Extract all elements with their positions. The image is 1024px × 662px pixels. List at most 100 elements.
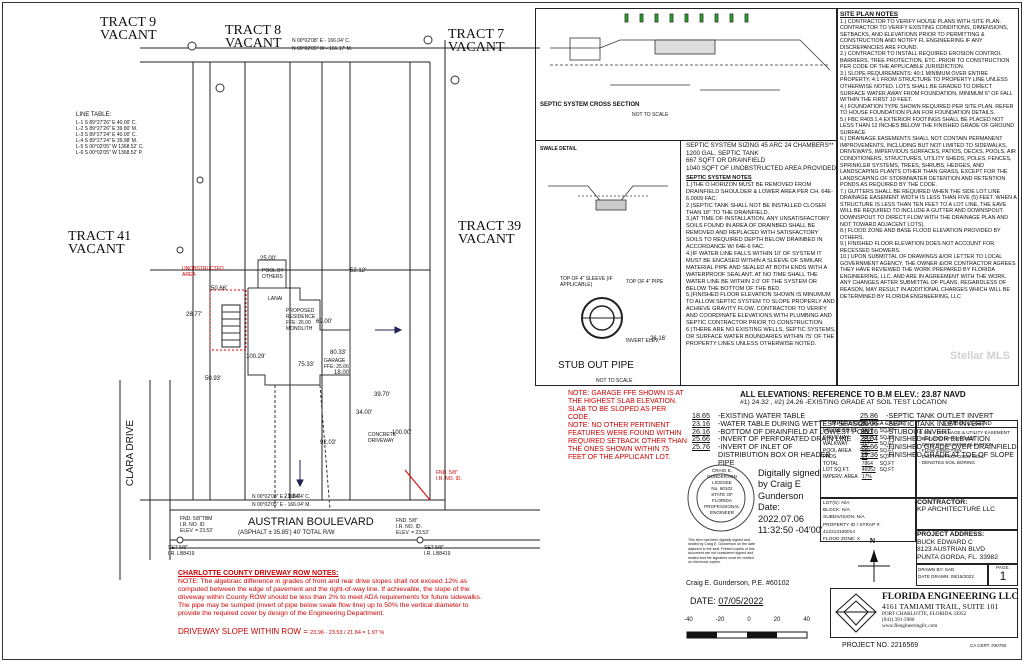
septic-note: 3.)AT TIME OF INSTALLATION, ANY UNSATISF… (686, 216, 830, 251)
septic-note: 4.)IF WATER LINE FALLS WITHIN 10' OF SYS… (686, 250, 827, 292)
site-plan-notes: SITE PLAN NOTES 1.) CONTRACTOR TO VERIFY… (840, 11, 1018, 300)
dim-label: 50.93' (205, 376, 222, 382)
legend-item: - EXISTING/PROPOSED WELL (919, 454, 985, 459)
septic-sizing: SEPTIC SYSTEM SIZING 45 ARC 24 CHAMBERS*… (686, 142, 836, 172)
site-plan-note: 1.) CONTRACTOR TO VERIFY HOUSE PLANS WIT… (840, 18, 1009, 51)
site-plan-notes-panel (837, 8, 1019, 386)
lanai-label: LANAI (268, 296, 283, 302)
site-plan-note: 3.) SLOPE REQUIREMENTS: 40:1 MINIMUM OVE… (840, 70, 1013, 104)
site-plan-note: 10.) UPON SUBMITTAL OF DRAWINGS &/OR LET… (840, 254, 1016, 300)
swale-detail-sketch (548, 185, 668, 211)
ca-cert: CA CERT. #30782 (970, 643, 1007, 648)
cross-section-title: SEPTIC SYSTEM CROSS SECTION (540, 102, 640, 108)
firm-block (830, 588, 1018, 638)
septic-sizing-line: 1040 SQFT OF UNOBSTRUCTED AREA PROVIDED (686, 164, 836, 172)
contractor-name: KP ARCHITECTURE LLC (917, 506, 996, 513)
monument-set-right: SET 5/8"I.R. LB8419 (424, 545, 451, 557)
dim-label: 100.00' (392, 430, 412, 436)
firm-name: FLORIDA ENGINEERING LLC (882, 592, 1019, 602)
lot-info: LOT(S): N/A BLOCK: N/A SUBDIVISION: N/A … (820, 498, 916, 542)
septic-note: 6.)THERE ARE NO EXISTING WELLS, SEPTIC S… (686, 326, 836, 347)
driveway-notes-title: CHARLOTTE COUNTY DRIVEWAY ROW NOTES: (178, 570, 339, 577)
line-table-row: L-3 S 89°27'24" E 40.00' C. (76, 132, 137, 138)
stub-label-pipe: TOP OF 4" PIPE (626, 279, 664, 285)
signature-disclaimer: This item has been digitally signed and … (688, 538, 756, 565)
austrian-boulevard-label: AUSTRIAN BOULEVARD (248, 516, 374, 528)
stub-out-pipe-sketch (581, 297, 623, 339)
legend-item: D.U.E. - DRAINAGE & UTILITY EASEMENT (919, 430, 1010, 435)
dim-label: 34.00' (356, 410, 373, 416)
bottom-bearing-2: N 00°02'05" E - 166.04' M. (252, 502, 311, 508)
line-table-row: L-4 S 89°27'24" E 39.98' M. (76, 138, 138, 144)
septic-note: 5.)FINISHED FLOOR ELEVATION SHOWN IS MIN… (686, 292, 835, 327)
sign-date: DATE: 07/05/2022 (690, 596, 764, 606)
dim-label: 75.33' (298, 362, 315, 368)
scale-bar (686, 631, 808, 639)
contractor-label: CONTRACTOR: (917, 499, 968, 506)
top-bearing-2: N 00°02'05" W - 166.17' M. (292, 46, 353, 52)
site-plan-note: 8.) FLOOD ZONE AND BASE FLOOD ELEVATION … (840, 228, 1001, 241)
elevations-right: 25.86-SEPTIC TANK OUTLET INVERT 26.06-SE… (860, 411, 1017, 459)
page-number: 1 (999, 569, 1007, 583)
stub-label-sleeve: TOP OF 4" SLEEVE (IF APPLICABLE) (560, 276, 613, 288)
site-plan-note: 2.) CONTRACTOR TO INSTALL REQUIRED EROSI… (840, 51, 1010, 71)
monument-set-left: SET 5/8"I.R. LB8419 (168, 545, 195, 557)
monument-fnd-red: FND. 5/8"I.R. NO. ID. (436, 470, 462, 482)
pool-label: POOL BY OTHERS (262, 268, 284, 280)
site-plan-note: 7.) GUTTERS SHALL BE REQUIRED WHEN THE S… (840, 188, 1017, 228)
line-table-row: L-6 S 00°02'05" W 1368.52' P. (76, 150, 143, 156)
dim-label: 21.84' (284, 494, 301, 500)
site-plan-note: 9.) FINISHED FLOOR ELEVATION DOES NOT AC… (840, 241, 995, 254)
driveway-notes-body: NOTE: The algebraic difference in grades… (178, 578, 482, 617)
contractor-box: CONTRACTOR: KP ARCHITECTURE LLC (916, 498, 1018, 530)
septic-sizing-line: 1200 GAL. SEPTIC TANK (686, 149, 759, 157)
dim-label: 80.33' (330, 350, 347, 356)
details-panel (535, 8, 837, 386)
cross-section-nts: NOT TO SCALE (632, 112, 669, 118)
dim-label: 92.03' (320, 440, 337, 446)
legend-item: - ELEVATION PROPOSED (919, 436, 975, 441)
legend-item: - FLOW DIRECTION (919, 448, 962, 453)
driveway-slope: DRIVEWAY SLOPE WITHIN ROW = 23.96 - 23.5… (178, 628, 483, 637)
septic-note: 1.)THE O HORIZON MUST BE REMOVED FROM DR… (686, 181, 834, 202)
dim-label: 28.77' (186, 312, 203, 318)
stub-value: 26.16' (650, 336, 667, 342)
septic-notes: SEPTIC SYSTEM NOTES 1.)THE O HORIZON MUS… (686, 175, 836, 348)
bottom-bearing-1: N 00°02'08" E - 166.04' C. (252, 494, 311, 500)
septic-sizing-title: SEPTIC SYSTEM SIZING 45 ARC 24 CHAMBERS*… (686, 142, 834, 149)
firm-web: www.flengineeringllc.com (882, 623, 938, 629)
features-note: NOTE: NO OTHER PERTINENT FEATURES WERE F… (568, 422, 687, 461)
dim-label: 52.12' (350, 268, 367, 274)
top-bearing-1: N 00°02'08" E - 166.04' C. (292, 38, 351, 44)
engineer-seal (687, 464, 755, 532)
firm-city: PORT CHARLOTTE, FLORIDA 33952 (882, 611, 967, 617)
dim-label: 18.00' (334, 370, 351, 376)
firm-phone: (941) 391-5980 (882, 617, 915, 623)
clara-drive-label: CLARA DRIVE (125, 420, 136, 487)
dim-label: 25.00' (260, 256, 277, 262)
line-table-row: L-1 S 89°27'26" E 40.00' C. (76, 120, 137, 126)
stub-label-invert: INVERT ELEV. (626, 338, 660, 344)
austrian-boulevard-sub: (ASPHALT ± 35.85') 40' TOTAL R/W (238, 530, 335, 536)
line-table-title: LINE TABLE: (76, 112, 112, 118)
site-plan-notes-title: SITE PLAN NOTES (840, 11, 899, 18)
firm-logo-icon (835, 593, 877, 633)
stub-nts: NOT TO SCALE (596, 378, 633, 384)
firm-info: FLORIDA ENGINEERING LLC 4161 TAMIAMI TRA… (882, 592, 1018, 629)
dim-label: 100.29' (246, 354, 266, 360)
unobstructed-area-label: UNOBSTRUCTED AREA (182, 266, 224, 278)
septic-cross-section-sketch (550, 13, 831, 91)
engineer-name: Craig E. Gunderson, P.E. #60102 (686, 580, 790, 587)
driveway-label: CONCRETE DRIVEWAY (368, 432, 397, 444)
swale-detail-title: SWALE DETAIL (540, 146, 577, 152)
dim-label: 69.00' (316, 319, 333, 325)
line-table-row: L-2 S 89°27'26" E 39.80' M. (76, 126, 138, 132)
